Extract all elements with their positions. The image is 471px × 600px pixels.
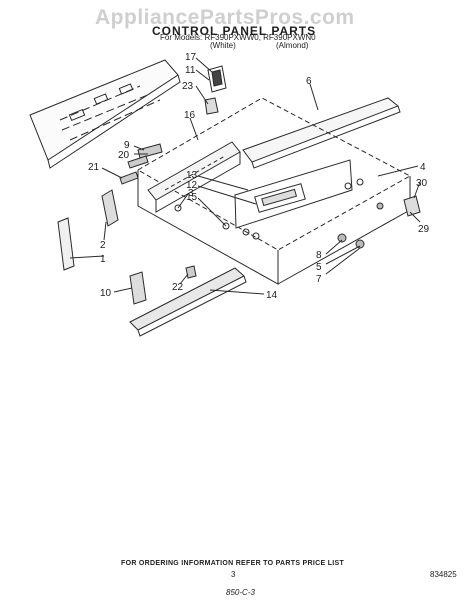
callout: 8 bbox=[316, 250, 322, 261]
callout: 20 bbox=[118, 150, 130, 161]
ordering-note: FOR ORDERING INFORMATION REFER TO PARTS … bbox=[121, 560, 345, 567]
callout: 30 bbox=[416, 178, 428, 189]
watermark-text: AppliancePartsPros.com bbox=[95, 6, 355, 29]
callout: 1 bbox=[100, 254, 106, 265]
page-number: 3 bbox=[231, 570, 236, 579]
callout: 12 bbox=[186, 180, 198, 191]
callout: 13 bbox=[186, 170, 198, 181]
callout: 29 bbox=[418, 224, 430, 235]
side-brackets bbox=[57, 189, 119, 271]
back-panel bbox=[29, 59, 181, 169]
callout: 17 bbox=[185, 52, 197, 63]
handwritten-note: 850-C-3 bbox=[226, 588, 255, 597]
callout: 23 bbox=[182, 81, 194, 92]
small-hardware bbox=[129, 195, 421, 305]
callout: 7 bbox=[316, 274, 322, 285]
callout: 22 bbox=[172, 282, 184, 293]
upper-bracket bbox=[204, 65, 227, 115]
console-frame bbox=[136, 97, 412, 285]
trim-strip bbox=[242, 97, 401, 169]
models-line: For Models: RF390PXWW0, RF390PXWN0 bbox=[160, 33, 316, 42]
callout: 9 bbox=[124, 140, 130, 151]
part-callouts: 17 11 23 6 16 9 20 21 13 12 3 15 4 30 29… bbox=[88, 52, 430, 301]
callout: 21 bbox=[88, 162, 100, 173]
callout: 14 bbox=[266, 290, 278, 301]
bottom-strip bbox=[129, 267, 247, 337]
callout: 6 bbox=[306, 76, 312, 87]
callout: 3 bbox=[188, 188, 194, 199]
callout: 2 bbox=[100, 240, 106, 251]
switch-clips bbox=[119, 143, 163, 185]
callout: 5 bbox=[316, 262, 322, 273]
document-number: 834825 bbox=[430, 570, 457, 579]
callout: 10 bbox=[100, 288, 112, 299]
callout: 11 bbox=[185, 65, 196, 76]
callout: 4 bbox=[420, 162, 426, 173]
variant-almond: (Almond) bbox=[276, 41, 309, 50]
callout: 15 bbox=[186, 192, 198, 203]
page-title: CONTROL PANEL PARTS bbox=[152, 24, 317, 38]
control-bracket bbox=[147, 141, 241, 213]
leader-lines bbox=[69, 57, 421, 295]
variant-white: (White) bbox=[210, 41, 236, 50]
callout: 16 bbox=[184, 110, 196, 121]
